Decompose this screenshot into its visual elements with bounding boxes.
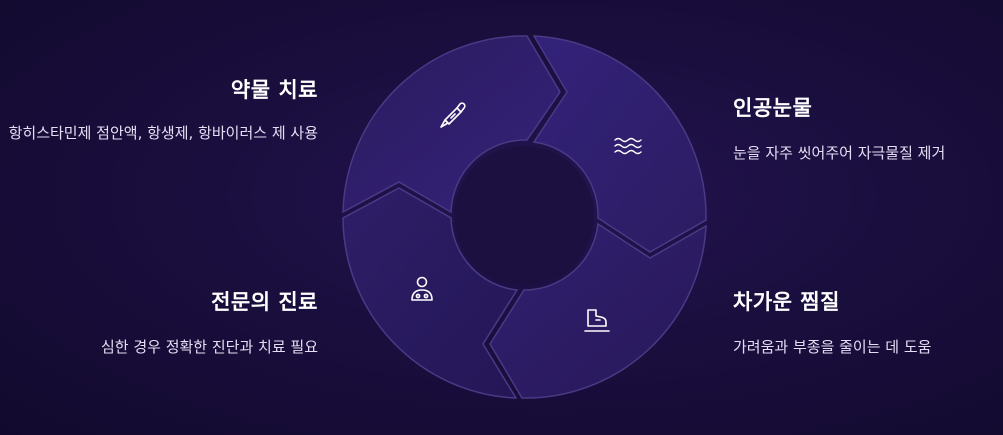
ice-skate-icon <box>584 309 610 332</box>
item-artificial-tears: 인공눈물 눈을 자주 씻어주어 자극물질 제거 <box>733 92 998 167</box>
segment-cold-compress <box>489 222 707 399</box>
item-medication: 약물 치료 항히스타민제 점안액, 항생제, 항바이러스 제 사용 <box>0 74 318 147</box>
doctor-icon <box>411 276 433 301</box>
item-description: 심한 경우 정확한 진단과 치료 필요 <box>100 338 318 356</box>
item-description: 눈을 자주 씻어주어 자극물질 제거 <box>733 144 946 162</box>
item-specialist-care: 전문의 진료 심한 경우 정확한 진단과 치료 필요 <box>0 286 318 361</box>
item-title: 전문의 진료 <box>211 290 318 314</box>
item-title: 인공눈물 <box>733 96 813 120</box>
pen-icon <box>440 102 466 128</box>
item-title: 약물 치료 <box>230 78 318 102</box>
center-circle <box>454 146 594 286</box>
segment-medication <box>342 35 561 214</box>
item-cold-compress: 차가운 찜질 가려움과 부종을 줄이는 데 도움 <box>733 286 998 361</box>
item-description: 가려움과 부종을 줄이는 데 도움 <box>733 338 932 356</box>
item-title: 차가운 찜질 <box>733 290 840 314</box>
waves-icon <box>614 137 642 155</box>
segment-artificial-tears <box>532 35 707 253</box>
item-description: 항히스타민제 점안액, 항생제, 항바이러스 제 사용 <box>8 124 318 142</box>
